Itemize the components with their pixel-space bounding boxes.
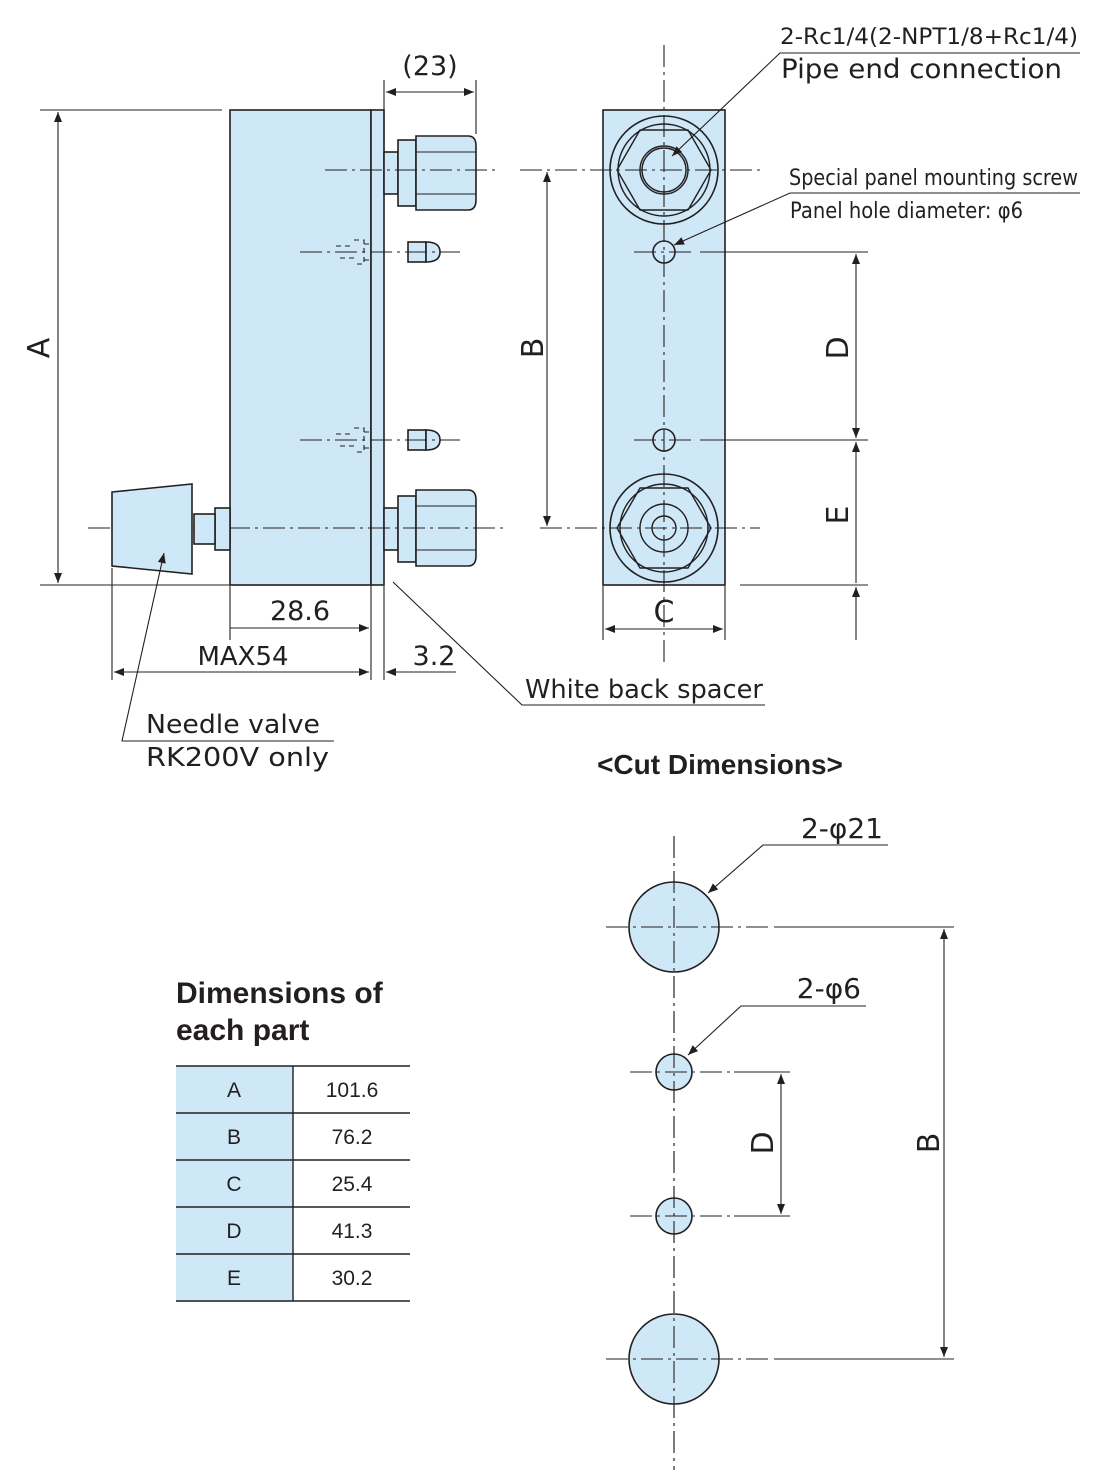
dim-max54-label: MAX54 — [197, 642, 288, 672]
phi21-label: 2-φ21 — [801, 812, 883, 845]
pipe-end-code-label: 2-Rc1/4(2-NPT1/8+Rc1/4) — [780, 25, 1078, 50]
pipe-end-label: Pipe end connection — [781, 54, 1062, 85]
dim-28-6-label: 28.6 — [270, 596, 330, 627]
table-row-value: 30.2 — [332, 1267, 373, 1290]
table-row-part: E — [227, 1267, 241, 1290]
cut-dimensions-title: <Cut Dimensions> — [597, 749, 843, 780]
table-row-part: C — [226, 1173, 241, 1196]
flowmeter-body — [229, 109, 372, 586]
table-row-value: 25.4 — [332, 1173, 373, 1196]
parts-table-title-line1: Dimensions of — [176, 977, 384, 1010]
table-row-part: A — [227, 1079, 241, 1102]
front-view — [520, 45, 1080, 662]
parts-table: Dimensions of each part A 101.6 B 76.2 C… — [176, 977, 410, 1302]
phi6-label: 2-φ6 — [797, 972, 861, 1005]
needle-valve-label: Needle valve — [146, 710, 320, 740]
table-row-value: 41.3 — [332, 1220, 373, 1243]
panel-screw-label: Special panel mounting screw — [789, 166, 1078, 191]
table-row-value: 76.2 — [332, 1126, 373, 1149]
dim-c-label: C — [654, 595, 675, 630]
dim-b-label: B — [516, 338, 551, 359]
dim-3-2-label: 3.2 — [413, 641, 456, 672]
back-spacer — [370, 109, 385, 586]
rk200v-only-label: RK200V only — [146, 743, 329, 773]
dim-e-label: E — [821, 506, 856, 525]
cut-dim-b-label: B — [912, 1133, 947, 1154]
panel-hole-label: Panel hole diameter: φ6 — [790, 199, 1023, 224]
dim-23-label: (23) — [402, 51, 457, 82]
cut-dimensions-view — [606, 836, 954, 1470]
top-fitting — [383, 135, 477, 211]
white-back-spacer-label: White back spacer — [525, 675, 763, 705]
table-row-part: D — [226, 1220, 241, 1243]
dim-d-label: D — [821, 336, 856, 359]
dim-a-label: A — [22, 337, 57, 358]
side-view — [40, 80, 765, 742]
needle-valve — [111, 483, 231, 575]
table-row-part: B — [227, 1126, 241, 1149]
table-row-value: 101.6 — [326, 1079, 379, 1102]
cut-dim-d-label: D — [746, 1131, 781, 1154]
parts-table-title-line2: each part — [176, 1014, 309, 1047]
